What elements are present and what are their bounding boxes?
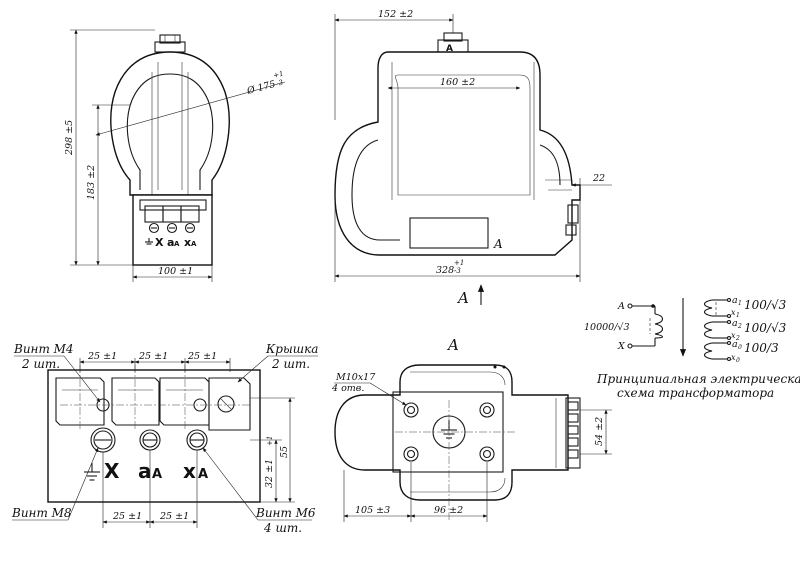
schematic-caption-1: Принципиальная электрическая — [596, 372, 800, 386]
ground-mark-large — [84, 463, 100, 481]
terminal-x-screw — [148, 222, 160, 234]
view-a-outline — [334, 364, 569, 501]
view-a-arrow-label: A — [456, 289, 469, 307]
cover-end — [208, 377, 251, 431]
cover-left — [55, 377, 105, 426]
schematic-v2: 100/√3 — [744, 321, 787, 335]
dim-25-bottom-2: 25 ±1 — [159, 511, 189, 522]
dim-54: 54 ±2 — [594, 417, 605, 446]
mount-hole-1 — [403, 402, 419, 418]
cover-mid — [111, 377, 160, 426]
terminal-a-screw — [166, 222, 178, 234]
dim-328: 328 — [436, 265, 454, 276]
dim-22: 22 — [592, 173, 605, 184]
label-holes: M10x17 — [335, 372, 376, 383]
dim-55: 55 — [279, 446, 290, 458]
schematic-x2-sub: 2 — [735, 335, 740, 342]
dim-328-tol-bot: -3 — [454, 267, 461, 275]
label-screw-m8: Винт M8 — [11, 506, 72, 520]
side-view-a-mark: A — [493, 237, 503, 251]
dim-152: 152 ±2 — [378, 9, 413, 20]
view-a: A M10 — [331, 336, 612, 522]
schematic-a2: a — [732, 318, 738, 329]
mark-a-small: a — [167, 236, 174, 249]
label-screw-m4: Винт M4 — [13, 342, 74, 356]
dim-183: 183 ±2 — [86, 165, 97, 200]
dim-32: 32 ±1 — [264, 459, 275, 488]
dim-175: Ø 175 — [245, 79, 277, 97]
dim-160: 160 ±2 — [440, 77, 475, 88]
label-screw-m6-qty: 4 шт. — [263, 521, 302, 535]
side-nameplate — [409, 217, 489, 249]
dim-298: 298 ±5 — [64, 120, 75, 156]
secondary-coil-3 — [703, 342, 713, 360]
side-view: A A 152 ±2 160 ±2 22 328 +1 — [334, 9, 612, 307]
side-inner-loop — [351, 139, 400, 241]
schematic-a1: a — [732, 295, 738, 306]
dim-96: 96 ±2 — [434, 505, 463, 516]
view-a-title: A — [446, 336, 459, 354]
mark-xa-small: x — [184, 236, 191, 249]
dim-175-tol-top: +1 — [272, 70, 284, 80]
schematic-aa-sub: д — [738, 344, 742, 351]
schematic-v3: 100/3 — [744, 341, 779, 355]
terminal-detail: X a A x A 25 ±1 25 ±1 25 ±1 25 ±1 25 ±1 — [11, 342, 318, 535]
schematic-primary-x: X — [617, 341, 626, 352]
dim-105: 105 ±3 — [355, 505, 390, 516]
mark-a-big: a — [138, 459, 152, 483]
mark-a-big-sub: A — [152, 467, 162, 482]
ground-mark-small — [145, 238, 153, 245]
schematic-caption-2: схема трансформатора — [617, 386, 774, 400]
side-body-outline — [334, 51, 581, 256]
terminal-detail-block — [47, 369, 261, 503]
mark-x-small: X — [155, 236, 164, 249]
dim-25-top-1: 25 ±1 — [87, 351, 117, 362]
mark-x-big: X — [104, 459, 120, 483]
schematic-v1: 100/√3 — [744, 298, 787, 312]
dim-175-tol-bot: -3 — [275, 78, 284, 88]
front-body-outline — [110, 51, 230, 196]
mount-hole-2 — [479, 402, 495, 418]
label-holes-qty: 4 отв. — [331, 383, 364, 394]
mark-xa-big-sub: A — [198, 467, 208, 482]
dim-32-tol: +1 — [266, 436, 274, 446]
label-cover-qty: 2 шт. — [271, 357, 310, 371]
schematic-a2-sub: 2 — [737, 323, 742, 330]
schematic-x2: x — [731, 331, 736, 340]
label-screw-m4-qty: 2 шт. — [21, 357, 60, 371]
mark-a-small-sub: A — [174, 240, 180, 248]
schematic-x1-sub: 1 — [736, 312, 740, 319]
mount-hole-4 — [479, 446, 495, 462]
terminal-xa-screw — [184, 222, 196, 234]
dim-25-top-2: 25 ±1 — [138, 351, 168, 362]
mark-xa-big: x — [183, 459, 196, 483]
top-nut — [159, 34, 181, 44]
dim-100: 100 ±1 — [158, 266, 193, 277]
dim-25-top-3: 25 ±1 — [187, 351, 217, 362]
view-a-terminal-strip — [565, 397, 581, 469]
schematic-xa-sub: д — [736, 357, 740, 364]
secondary-coil-2 — [703, 321, 713, 339]
mount-hole-3 — [403, 446, 419, 462]
label-cover: Крышка — [265, 342, 318, 356]
schematic-a1-sub: 1 — [738, 300, 742, 307]
front-view: X a A x A 298 ±5 183 ±2 100 ±1 Ø 175 +1 … — [64, 29, 286, 282]
schematic-x1: x — [731, 308, 736, 317]
primary-coil — [654, 313, 664, 339]
dim-328-tol-top: +1 — [454, 259, 464, 267]
mark-xa-small-sub: A — [191, 240, 197, 248]
secondary-coil-1 — [703, 299, 713, 317]
schematic-primary-a: A — [617, 301, 625, 312]
front-body-opening — [126, 73, 214, 190]
schematic-xa: x — [731, 353, 736, 362]
circuit-schematic: A X 10000/√3 a 1 x 1 a 2 x 2 a д x д 100… — [584, 295, 800, 400]
schematic-aa: a — [732, 339, 738, 350]
top-terminal-label: A — [446, 44, 453, 54]
label-screw-m6: Винт M6 — [255, 506, 316, 520]
dim-25-bottom-1: 25 ±1 — [112, 511, 142, 522]
schematic-primary-voltage: 10000/√3 — [584, 322, 630, 333]
